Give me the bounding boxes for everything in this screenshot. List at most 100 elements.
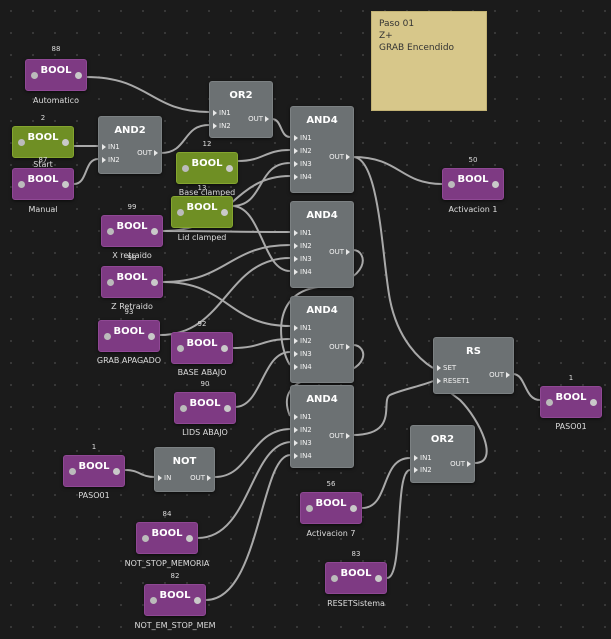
input-port[interactable] (182, 165, 189, 172)
pin-out[interactable]: OUT (137, 149, 158, 158)
pin-in4[interactable]: IN4 (294, 268, 312, 277)
not-gate[interactable]: NOT IN OUT (154, 447, 215, 492)
input-port[interactable] (18, 139, 25, 146)
pin-in3[interactable]: IN3 (294, 255, 312, 264)
output-port[interactable] (186, 535, 193, 542)
bool-node-activacion-1[interactable]: BOOL (442, 168, 504, 200)
output-port[interactable] (62, 181, 69, 188)
pin-out[interactable]: OUT (450, 460, 471, 469)
or2-gate-top[interactable]: OR2 IN1 IN2 OUT (209, 81, 273, 138)
pin-in1[interactable]: IN1 (102, 143, 120, 152)
pin-label: IN4 (300, 268, 312, 276)
pin-in2[interactable]: IN2 (414, 466, 432, 475)
pin-in3[interactable]: IN3 (294, 350, 312, 359)
input-port[interactable] (306, 505, 313, 512)
bool-node-z-retraido[interactable]: BOOL (101, 266, 163, 298)
and4-gate-4[interactable]: AND4 IN1 IN2 IN3 IN4 OUT (290, 385, 354, 468)
bool-node-not-stop-memoria[interactable]: BOOL (136, 522, 198, 554)
pin-in1[interactable]: IN1 (294, 229, 312, 238)
input-port[interactable] (18, 181, 25, 188)
pin-in3[interactable]: IN3 (294, 160, 312, 169)
bool-node-grab-apagado[interactable]: BOOL (98, 320, 160, 352)
input-port[interactable] (142, 535, 149, 542)
output-port[interactable] (151, 228, 158, 235)
bool-node-base-abajo[interactable]: BOOL (171, 332, 233, 364)
input-port[interactable] (107, 279, 114, 286)
input-port[interactable] (150, 597, 157, 604)
input-port[interactable] (546, 399, 553, 406)
pin-out[interactable]: OUT (248, 115, 269, 124)
bool-node-lids-abajo[interactable]: BOOL (174, 392, 236, 424)
and4-gate-1[interactable]: AND4 IN1 IN2 IN3 IN4 OUT (290, 106, 354, 193)
and4-gate-3[interactable]: AND4 IN1 IN2 IN3 IN4 OUT (290, 296, 354, 383)
pin-in2[interactable]: IN2 (294, 242, 312, 251)
input-port[interactable] (177, 345, 184, 352)
bool-node-paso01[interactable]: BOOL (63, 455, 125, 487)
pin-in4[interactable]: IN4 (294, 173, 312, 182)
pin-out[interactable]: OUT (329, 248, 350, 257)
output-port[interactable] (75, 72, 82, 79)
node-label: Manual (28, 205, 58, 214)
pin-in[interactable]: IN (158, 474, 171, 483)
bool-node-manual[interactable]: BOOL (12, 168, 74, 200)
pin-in3[interactable]: IN3 (294, 439, 312, 448)
output-port[interactable] (194, 597, 201, 604)
pin-out[interactable]: OUT (190, 474, 211, 483)
pin-in2[interactable]: IN2 (102, 156, 120, 165)
and4-gate-2[interactable]: AND4 IN1 IN2 IN3 IN4 OUT (290, 201, 354, 288)
pin-in2[interactable]: IN2 (294, 426, 312, 435)
pin-out[interactable]: OUT (329, 343, 350, 352)
pin-out[interactable]: OUT (329, 432, 350, 441)
output-port[interactable] (62, 139, 69, 146)
comment-note[interactable]: Paso 01 Z+ GRAB Encendido (371, 11, 487, 111)
output-port[interactable] (590, 399, 597, 406)
output-port[interactable] (148, 333, 155, 340)
output-port[interactable] (492, 181, 499, 188)
input-port[interactable] (31, 72, 38, 79)
output-port[interactable] (151, 279, 158, 286)
input-port[interactable] (107, 228, 114, 235)
bool-node-base-clamped[interactable]: BOOL (176, 152, 238, 184)
output-port[interactable] (375, 575, 382, 582)
output-port[interactable] (221, 345, 228, 352)
pin-reset[interactable]: RESET1 (437, 377, 470, 386)
pin-out[interactable]: OUT (329, 153, 350, 162)
output-port[interactable] (226, 165, 233, 172)
pin-in1[interactable]: IN1 (213, 109, 231, 118)
input-port[interactable] (104, 333, 111, 340)
pin-in4[interactable]: IN4 (294, 363, 312, 372)
bool-node-automatico[interactable]: BOOL (25, 59, 87, 91)
wire (237, 149, 291, 162)
bool-node-start[interactable]: BOOL (12, 126, 74, 158)
input-port[interactable] (177, 209, 184, 216)
output-port[interactable] (350, 505, 357, 512)
pin-in1[interactable]: IN1 (414, 454, 432, 463)
bool-node-activacion-7[interactable]: BOOL (300, 492, 362, 524)
gate-title: OR2 (430, 434, 455, 445)
input-port[interactable] (180, 405, 187, 412)
or2-gate-bottom[interactable]: OR2 IN1 IN2 OUT (410, 425, 475, 483)
node-id: 1 (91, 443, 97, 451)
pin-in1[interactable]: IN1 (294, 413, 312, 422)
pin-in2[interactable]: IN2 (294, 337, 312, 346)
bool-node-paso01-output[interactable]: BOOL (540, 386, 602, 418)
bool-node-x-retraido[interactable]: BOOL (101, 215, 163, 247)
input-port[interactable] (448, 181, 455, 188)
output-port[interactable] (224, 405, 231, 412)
input-port[interactable] (69, 468, 76, 475)
pin-in2[interactable]: IN2 (294, 147, 312, 156)
output-port[interactable] (113, 468, 120, 475)
pin-in1[interactable]: IN1 (294, 134, 312, 143)
output-port[interactable] (221, 209, 228, 216)
rs-flipflop[interactable]: RS SET RESET1 OUT (433, 337, 514, 394)
pin-set[interactable]: SET (437, 364, 456, 373)
pin-in4[interactable]: IN4 (294, 452, 312, 461)
pin-in1[interactable]: IN1 (294, 324, 312, 333)
pin-in2[interactable]: IN2 (213, 122, 231, 131)
input-port[interactable] (331, 575, 338, 582)
bool-node-lid-clamped[interactable]: BOOL (171, 196, 233, 228)
bool-node-resetsistema[interactable]: BOOL (325, 562, 387, 594)
and2-gate[interactable]: AND2 IN1 IN2 OUT (98, 116, 162, 174)
bool-node-not-em-stop-mem[interactable]: BOOL (144, 584, 206, 616)
pin-out[interactable]: OUT (489, 371, 510, 380)
